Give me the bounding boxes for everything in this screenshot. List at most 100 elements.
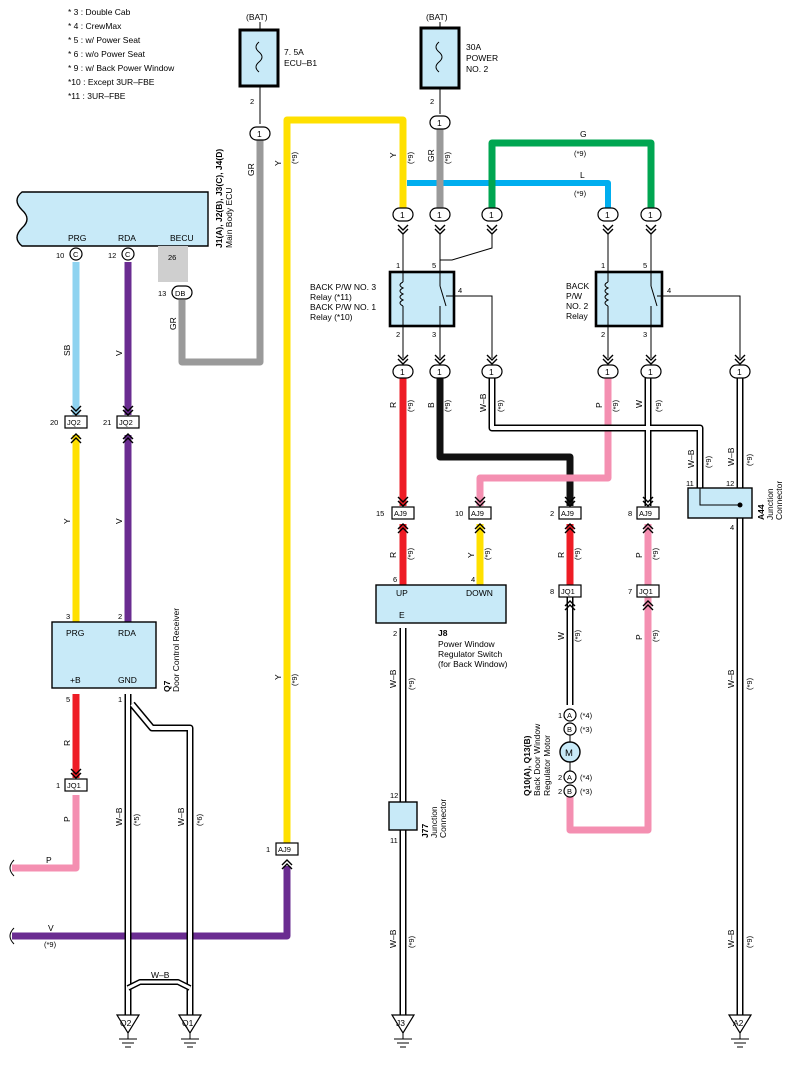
wire-note: (*9) xyxy=(406,547,415,560)
wire-label: P xyxy=(594,402,604,408)
ecu-pin-prg: PRG xyxy=(68,233,86,243)
wire-label: B xyxy=(426,402,436,408)
wire-label: Y xyxy=(273,674,283,680)
rx-pin-prg: PRG xyxy=(66,628,84,638)
pin-num: 8 xyxy=(628,509,632,518)
wire-label: GR xyxy=(168,317,178,330)
pin-num: 1 xyxy=(396,261,400,270)
pin-num: 2 xyxy=(393,629,397,638)
ground-q2: Q2 xyxy=(116,1014,140,1048)
pin-num: 4 xyxy=(471,575,475,584)
pin-num: 11 xyxy=(686,479,694,488)
fuse-icon xyxy=(255,41,263,73)
conn-id: B xyxy=(567,725,572,734)
pin-num: 15 xyxy=(376,509,384,518)
legend-item: * 9 : w/ Back Power Window xyxy=(68,63,175,73)
wire-label: P xyxy=(634,552,644,558)
wire-label: Y xyxy=(62,518,72,524)
wire-label: GR xyxy=(246,163,256,176)
relay-label: BACK xyxy=(566,281,589,291)
back-pw-no2-relay: 1 5 4 2 3 BACK P/W NO. 2 Relay xyxy=(566,261,741,358)
legend-item: * 6 : w/o Power Seat xyxy=(68,49,146,59)
pin-num: 2 xyxy=(118,612,122,621)
wire-label: W–B xyxy=(114,807,124,826)
wires xyxy=(12,116,655,940)
jq1-left-connector: JQ1 1 xyxy=(56,768,88,792)
conn-id: C xyxy=(125,250,131,259)
ground-label: J3 xyxy=(396,1018,405,1028)
a44-junction: 11 12 4 A44 Junction Connector xyxy=(686,479,784,532)
a44-name: Junction xyxy=(765,488,775,520)
wire-note: (*9) xyxy=(651,629,660,642)
wire-label: L xyxy=(580,170,585,180)
wire-label: SB xyxy=(62,344,72,356)
aj9-left-connector: AJ9 1 xyxy=(266,842,299,870)
wire-label: Y xyxy=(388,152,398,158)
wire-note: (*9) xyxy=(496,399,505,412)
legend-item: * 3 : Double Cab xyxy=(68,7,131,17)
pin-num: 4 xyxy=(730,523,734,532)
pin-num: 12 xyxy=(726,479,734,488)
wire-label: R xyxy=(62,740,72,746)
wire-note: (*5) xyxy=(132,813,141,826)
pin-down: DOWN xyxy=(466,588,493,598)
switch-name: Power Window xyxy=(438,639,496,649)
mid-connectors: 1 1 1 1 1 1 xyxy=(392,354,751,379)
relay-switch-icon xyxy=(650,285,658,307)
a44-code: A44 xyxy=(756,504,766,520)
conn-id: JQ1 xyxy=(639,587,653,596)
back-pw-no3-relay: 1 5 4 2 3 BACK P/W NO. 3 Relay (*11) BAC… xyxy=(310,261,493,358)
wire-note: (*9) xyxy=(654,399,663,412)
conn-id: AJ9 xyxy=(278,845,291,854)
wire-note: (*9) xyxy=(407,677,416,690)
pin-num: 8 xyxy=(550,587,554,596)
conn-num: 1 xyxy=(648,367,653,377)
conn-id: JQ2 xyxy=(119,418,133,427)
top-connectors: 1 1 1 1 1 xyxy=(392,207,662,272)
wire-label: R xyxy=(388,402,398,408)
ecu-code: J1(A), J2(B), J3(C), J4(D) xyxy=(214,149,224,248)
conn-id: AJ9 xyxy=(394,509,407,518)
pin-num: 26 xyxy=(168,253,176,262)
ecu-name: Main Body ECU xyxy=(224,188,234,248)
variant-note: (*3) xyxy=(580,725,593,734)
wire-label: W–B xyxy=(726,669,736,688)
variant-note: (*3) xyxy=(580,787,593,796)
wire-label: P xyxy=(46,855,52,865)
wire-label: W–B xyxy=(686,449,696,468)
door-control-receiver: PRG RDA +B GND 3 2 5 1 Q7 Door Control R… xyxy=(51,608,181,704)
wire-note: (*6) xyxy=(195,813,204,826)
conn-id: JQ2 xyxy=(67,418,81,427)
pin-e: E xyxy=(399,610,405,620)
conn-id: AJ9 xyxy=(471,509,484,518)
aj9-connectors: AJ9 15 AJ9 10 AJ9 2 AJ9 8 xyxy=(376,496,660,534)
j77-name: Junction xyxy=(429,806,439,838)
relay-label: NO. 2 xyxy=(566,301,588,311)
legend-item: * 4 : CrewMax xyxy=(68,21,122,31)
j77-code: J77 xyxy=(420,824,430,838)
relay-label: BACK P/W NO. 1 xyxy=(310,302,376,312)
relay-label: P/W xyxy=(566,291,582,301)
wire-label: GR xyxy=(426,149,436,162)
fuse-rating: 7. 5A xyxy=(284,47,304,57)
jq1-connectors: JQ1 8 JQ1 7 xyxy=(550,584,660,611)
a44-name: Connector xyxy=(774,481,784,520)
relay-label: Relay (*10) xyxy=(310,312,353,322)
pin-num: 13 xyxy=(158,289,166,298)
pin-num: 2 xyxy=(250,97,254,106)
power-window-switch: UP DOWN E 6 4 2 J8 Power Window Regulato… xyxy=(375,575,508,669)
ground-a2: A2 xyxy=(728,1014,752,1048)
wire-note: (*9) xyxy=(290,673,299,686)
wire-label: Y xyxy=(466,552,476,558)
fuse-icon xyxy=(435,41,443,73)
wire-label: W xyxy=(634,400,644,408)
pin-num: 5 xyxy=(432,261,436,270)
wire-labels: GR GR Y (*9) Y (*9) Y (*9) GR (*9) G (*9… xyxy=(44,129,754,980)
ground-label: Q2 xyxy=(120,1018,132,1028)
relay-label: Relay xyxy=(566,311,588,321)
pin-up: UP xyxy=(396,588,408,598)
conn-id: AJ9 xyxy=(639,509,652,518)
switch-name: (for Back Window) xyxy=(438,659,508,669)
wire-label: R xyxy=(556,552,566,558)
relay-coil-icon xyxy=(399,281,405,307)
